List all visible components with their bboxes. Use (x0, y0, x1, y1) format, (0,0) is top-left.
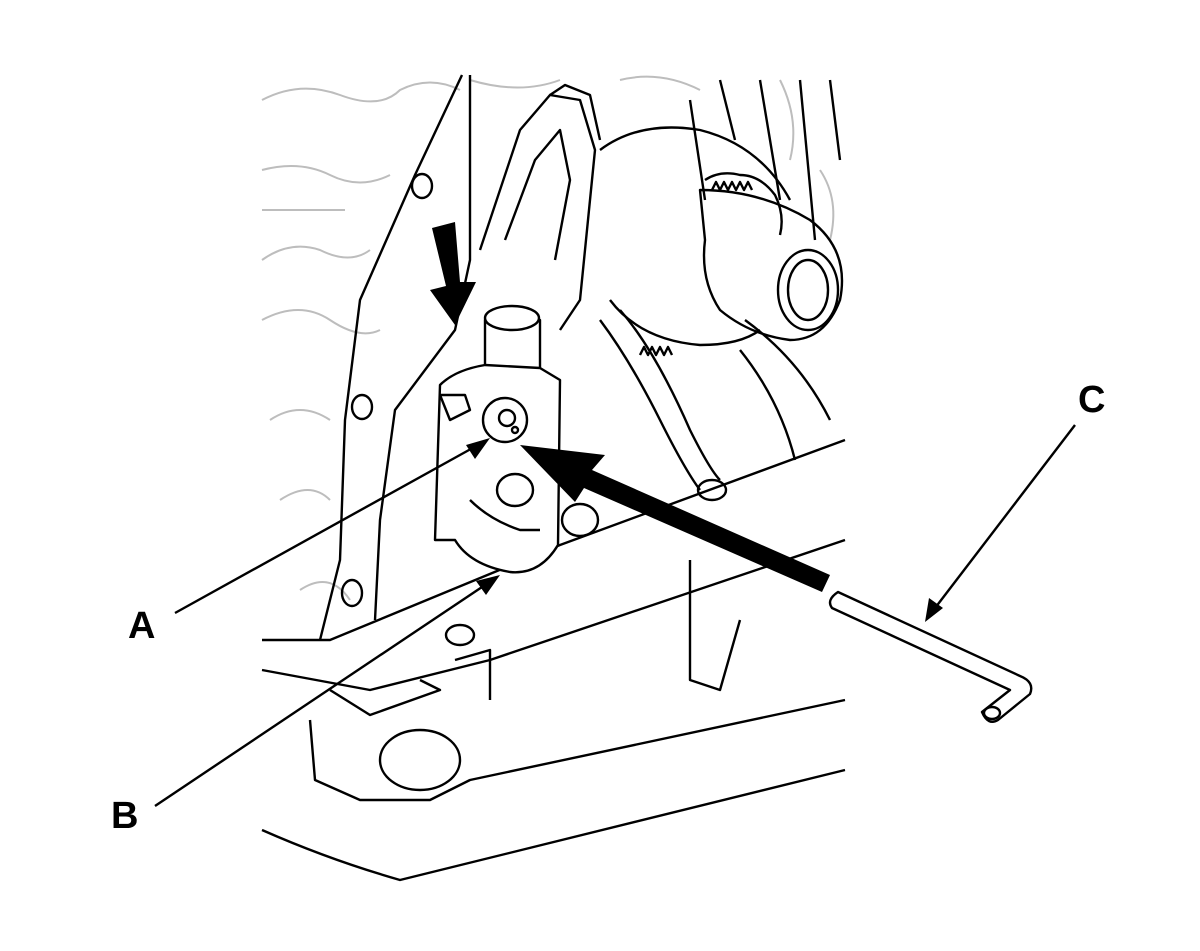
engine-block-outline (261, 75, 835, 601)
leader-arrowheads (466, 438, 943, 622)
callout-label-a: A (128, 605, 156, 647)
leader-c (931, 424, 1076, 613)
leader-lines (154, 424, 1076, 807)
arrowhead-c (925, 598, 943, 622)
leader-a (174, 443, 479, 615)
leader-b (154, 582, 489, 807)
arrowhead-b (476, 575, 500, 595)
callout-label-c: C (1078, 379, 1106, 421)
pin-tool (828, 590, 1033, 723)
engine-block (261, 74, 846, 882)
arrowhead-a (466, 438, 490, 459)
insert-arrow (520, 445, 830, 592)
push-down-arrow (430, 222, 476, 325)
callout-label-b: B (111, 795, 139, 837)
auto-tensioner-drawing (433, 304, 600, 574)
